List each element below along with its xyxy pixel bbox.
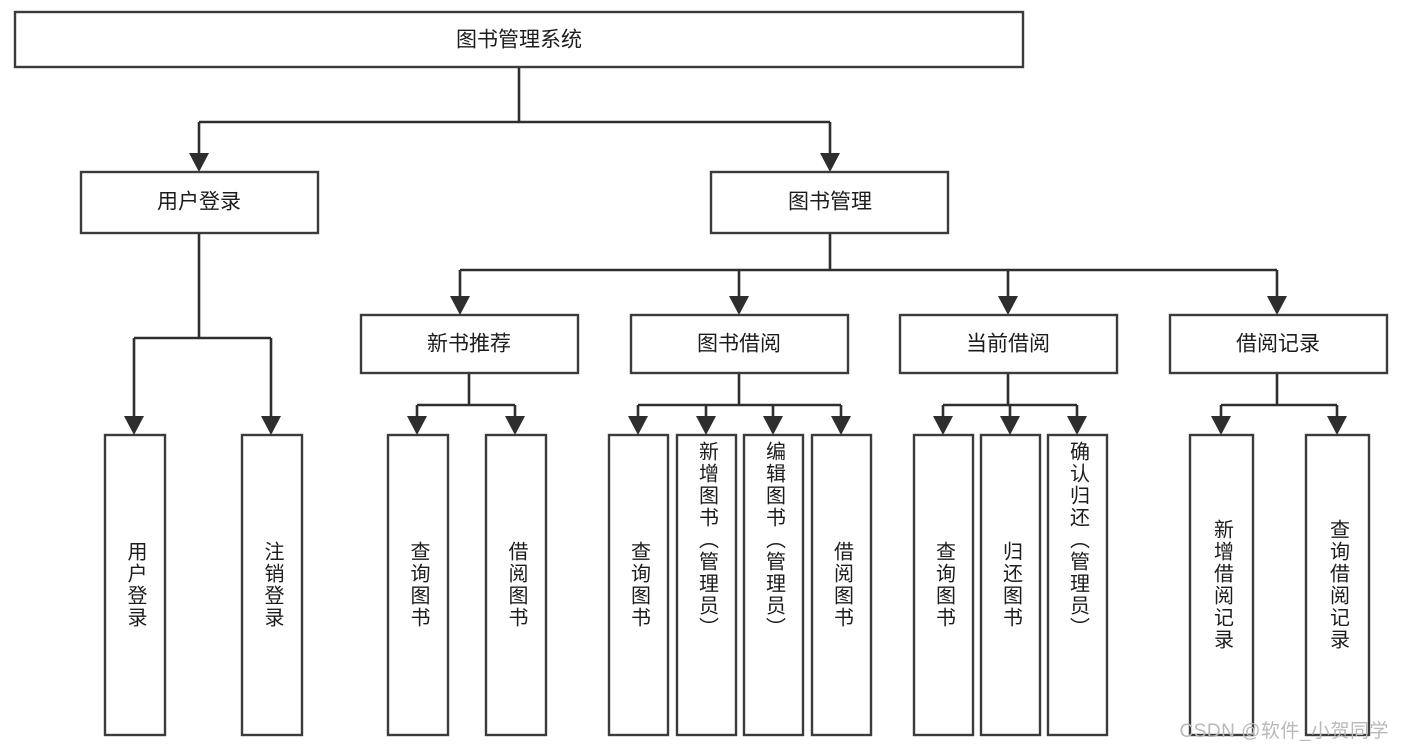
node-root[interactable]: 图书管理系统 [13,10,1025,69]
connector-borrow-record-to-leaves [1211,373,1347,435]
node-user-login[interactable]: 用户登录 [79,170,320,235]
leaf-box-logout[interactable] [240,433,304,737]
node-new-book-recommend[interactable]: 新书推荐 [359,313,580,375]
leaf-box-user-login[interactable] [103,433,167,737]
leaf-boxes [103,433,1371,737]
node-book-borrow-label: 图书借阅 [697,333,781,356]
node-current-borrow[interactable]: 当前借阅 [898,313,1119,375]
connector-book-mgmt-to-level2 [450,233,1287,315]
connector-root-to-level1 [189,67,840,172]
leaf-box-query-book-2[interactable] [607,433,670,737]
leaf-box-borrow-book-1[interactable] [484,433,548,737]
connector-new-book-to-leaves [407,373,525,435]
node-borrow-record-label: 借阅记录 [1236,333,1320,356]
connector-book-borrow-to-leaves [628,373,851,435]
node-book-borrow[interactable]: 图书借阅 [629,313,850,375]
node-book-management-label: 图书管理 [788,191,872,214]
node-book-management[interactable]: 图书管理 [709,170,950,235]
leaf-box-query-book-3[interactable] [912,433,975,737]
node-borrow-record[interactable]: 借阅记录 [1168,313,1389,375]
leaf-box-edit-book[interactable] [742,433,805,737]
node-root-label: 图书管理系统 [456,29,582,52]
node-current-borrow-label: 当前借阅 [966,333,1050,356]
node-user-login-label: 用户登录 [157,191,241,214]
leaf-box-query-book-1[interactable] [386,433,450,737]
connector-user-login-to-leaves [124,233,281,435]
connector-current-borrow-to-leaves [933,373,1087,435]
node-new-book-recommend-label: 新书推荐 [427,333,511,356]
leaf-box-add-book[interactable] [675,433,738,737]
leaf-box-return-book[interactable] [979,433,1042,737]
leaf-box-confirm-return[interactable] [1046,433,1109,737]
leaf-box-query-record[interactable] [1304,433,1371,737]
leaf-box-add-record[interactable] [1188,433,1255,737]
leaf-box-borrow-book-2[interactable] [810,433,873,737]
